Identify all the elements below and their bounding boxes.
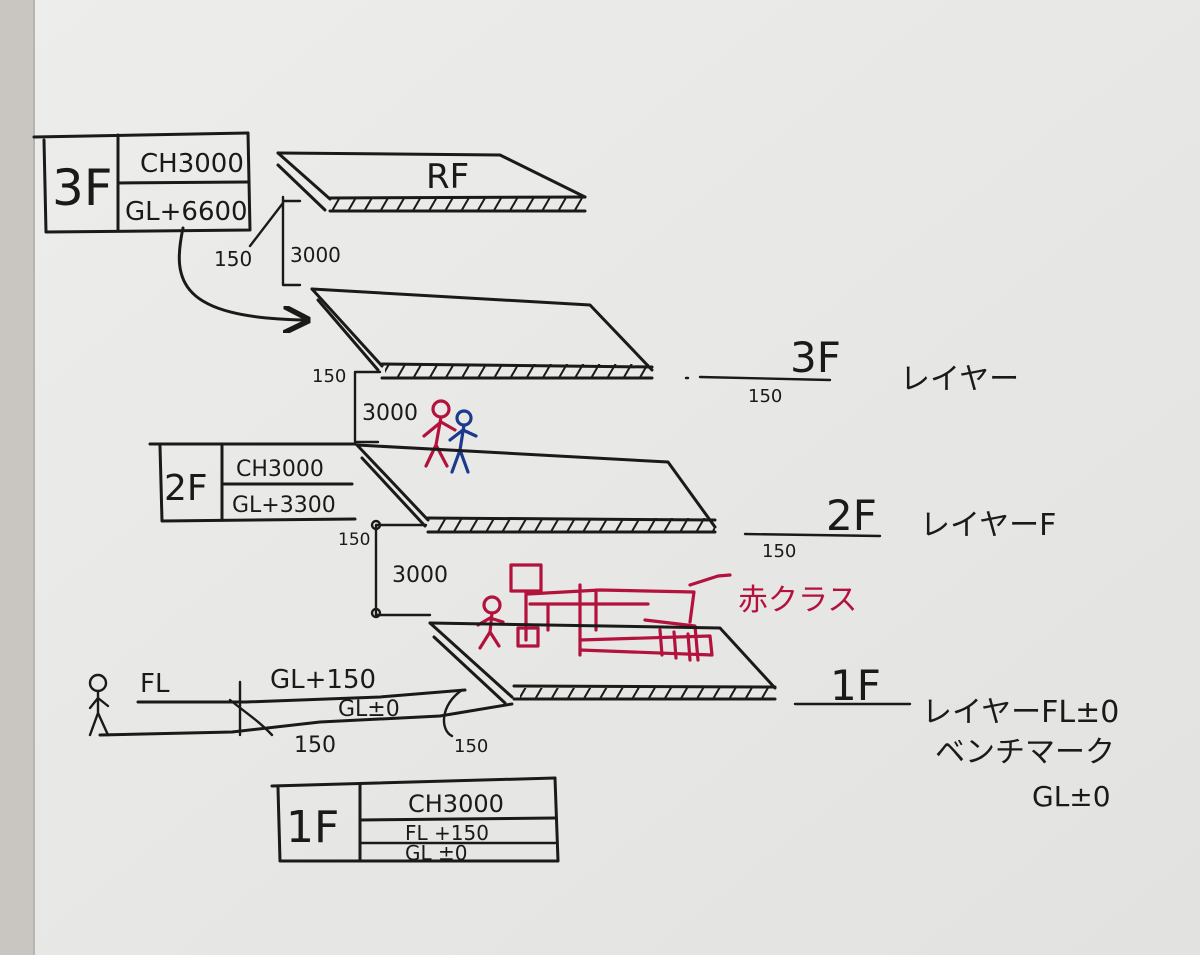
layer-1f-floor: 1F <box>830 661 881 710</box>
layer-2f-floor: 2F <box>826 491 877 540</box>
3f-height-dim: 3000 <box>362 401 418 426</box>
slab-2f: 2F レイヤーF 150 150 3000 <box>338 443 1056 619</box>
layer-2f-dim: 150 <box>762 541 796 562</box>
box-3f-ch: CH3000 <box>140 149 244 179</box>
3f-thickness-dim: 150 <box>312 366 346 387</box>
box-2f-floor: 2F <box>164 468 208 509</box>
slab-1f: 1F レイヤーFL±0 <box>428 621 1119 730</box>
slab-rf: RF 150 3000 <box>214 151 587 287</box>
layer-3f-floor: 3F <box>790 333 841 382</box>
slab-rf-label: RF <box>426 157 469 197</box>
box-1f-ch: CH3000 <box>408 790 504 818</box>
ground-dim-left: 150 <box>294 733 336 758</box>
ground-dim-right: 150 <box>454 736 488 757</box>
info-box-3f: 3F CH3000 GL+6600 <box>32 131 252 234</box>
box-1f-fl: FL +150 <box>405 821 489 845</box>
benchmark-label: ベンチマーク <box>935 735 1115 770</box>
ground-fl: FL <box>140 669 170 699</box>
rf-height-dim: 3000 <box>290 243 341 267</box>
box-3f-gl: GL+6600 <box>125 197 248 227</box>
red-class-sketch: 赤クラス <box>476 563 857 662</box>
layer-2f-name: レイヤーF <box>920 508 1056 543</box>
rf-thickness-dim: 150 <box>214 247 252 271</box>
box-2f-ch: CH3000 <box>236 457 324 482</box>
arrow-3f-to-slab <box>177 226 305 320</box>
box-3f-floor: 3F <box>52 159 113 217</box>
layer-1f-name: レイヤーFL±0 <box>922 695 1119 730</box>
2f-thickness-dim: 150 <box>338 530 370 550</box>
box-2f-gl: GL+3300 <box>232 493 336 518</box>
layer-3f-dim: 150 <box>748 386 782 407</box>
person-blue-icon <box>448 409 478 474</box>
slab-3f: 3F レイヤー 150 150 3000 <box>310 287 1019 444</box>
2f-height-dim: 3000 <box>392 563 448 588</box>
person-red-icon <box>422 399 457 468</box>
box-1f-floor: 1F <box>286 802 339 853</box>
ground-section: FL GL+150 GL±0 150 150 <box>88 665 514 758</box>
ground-gl-plus: GL+150 <box>270 665 376 695</box>
layer-3f-name: レイヤー <box>900 362 1019 397</box>
benchmark-value: GL±0 <box>1032 780 1111 813</box>
red-class-label: 赤クラス <box>738 583 857 618</box>
ground-gl-zero: GL±0 <box>338 697 400 722</box>
info-box-1f: 1F CH3000 FL +150 GL ±0 <box>270 776 560 865</box>
info-box-2f: 2F CH3000 GL+3300 <box>148 442 357 523</box>
board-left-edge <box>0 0 34 955</box>
box-1f-gl: GL ±0 <box>405 841 467 865</box>
